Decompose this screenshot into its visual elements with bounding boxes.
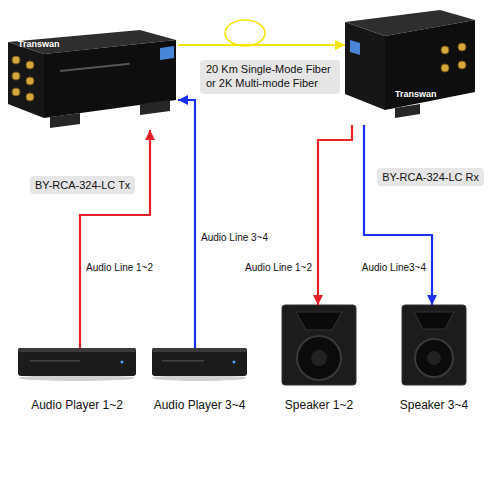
device-caption: Speaker 3~4 bbox=[400, 398, 468, 412]
speaker: Speaker 3~4 bbox=[400, 305, 468, 385]
receiver: TranswanBY-RCA-324-LC Rx bbox=[345, 10, 475, 125]
transmitter-device bbox=[8, 30, 176, 128]
rca-jacks bbox=[12, 56, 34, 101]
speaker bbox=[402, 305, 466, 385]
device-front bbox=[44, 40, 176, 118]
speaker: Speaker 1~2 bbox=[280, 305, 358, 385]
brand-logo: Transwan bbox=[18, 39, 60, 49]
front-print bbox=[60, 63, 130, 72]
signal-connector bbox=[318, 125, 352, 305]
audio-player bbox=[18, 348, 136, 381]
device-side bbox=[8, 42, 44, 118]
connector-label: Audio Line3~4 bbox=[362, 262, 426, 273]
rca-jacks bbox=[441, 43, 466, 72]
device-caption: Audio Player 3~4 bbox=[154, 398, 246, 412]
mount-ear bbox=[140, 100, 170, 115]
connector-label: Audio Line 3~4 bbox=[201, 232, 268, 243]
connector-label: Audio Line 1~2 bbox=[86, 262, 153, 273]
fiber-loop bbox=[225, 20, 265, 46]
device-side bbox=[345, 22, 385, 110]
mount-ear bbox=[50, 113, 80, 128]
signal-connector bbox=[80, 130, 150, 348]
model-tag: BY-RCA-324-LC Tx bbox=[30, 176, 135, 194]
signal-connector bbox=[178, 100, 195, 348]
device-caption: Speaker 1~2 bbox=[285, 398, 353, 412]
lc-port bbox=[350, 40, 360, 55]
model-tag: BY-RCA-324-LC Rx bbox=[377, 168, 484, 186]
audio-player: Audio Player 3~4 bbox=[152, 348, 247, 378]
mount-ear bbox=[395, 104, 420, 118]
lc-port bbox=[160, 46, 174, 60]
speaker bbox=[282, 305, 356, 385]
connector-label: Audio Line 1~2 bbox=[245, 262, 312, 273]
connector-label: 20 Km Single-Mode Fiber or 2K Multi-mode… bbox=[200, 60, 340, 94]
audio-player: Audio Player 1~2 bbox=[18, 348, 136, 378]
signal-connector bbox=[364, 125, 432, 305]
receiver-device bbox=[345, 10, 475, 118]
device-caption: Audio Player 1~2 bbox=[31, 398, 123, 412]
transmitter: TranswanBY-RCA-324-LC Tx bbox=[6, 30, 178, 130]
audio-player bbox=[152, 348, 247, 381]
device-front bbox=[385, 20, 475, 110]
brand-logo: Transwan bbox=[395, 89, 437, 99]
signal-connector bbox=[178, 44, 345, 46]
